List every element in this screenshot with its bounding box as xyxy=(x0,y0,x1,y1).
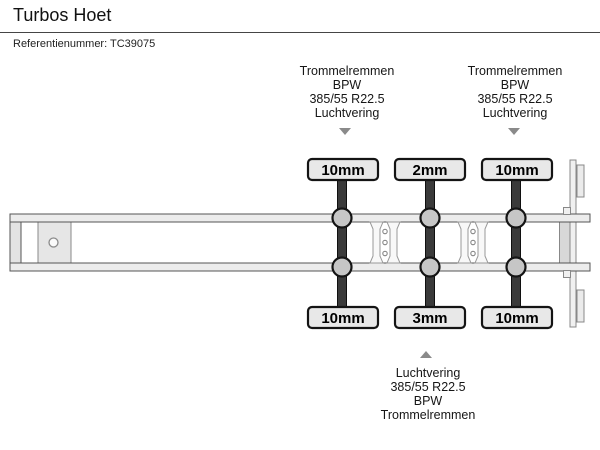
crossmember-plate xyxy=(386,221,401,264)
spec-line: Trommelremmen xyxy=(380,408,476,422)
tread-depth-box xyxy=(393,157,467,182)
axle3-hub-top xyxy=(505,207,527,229)
spec-line: 385/55 R22.5 xyxy=(309,92,385,106)
axle1-bar xyxy=(337,175,347,310)
tread-depth-box xyxy=(306,305,380,330)
suspension-crossmember xyxy=(369,221,401,264)
crossmember-plate xyxy=(474,221,489,264)
tread-depth-value: 3mm xyxy=(412,310,447,327)
tread-depth-boxes-bottom: 10mm 3mm 10mm xyxy=(306,305,554,330)
spec-line: 385/55 R22.5 xyxy=(477,92,553,106)
rear-bracket xyxy=(563,207,571,215)
kingpin-plate xyxy=(37,220,72,265)
rear-fittings xyxy=(563,164,585,323)
chassis-rail-top xyxy=(9,213,591,223)
tread-depth-box xyxy=(393,305,467,330)
reference-number: Referentienummer: TC39075 xyxy=(13,38,156,50)
arrow-down-icon xyxy=(508,128,520,135)
kingpin-icon xyxy=(48,237,59,248)
spec-line: Luchtvering xyxy=(314,106,380,120)
tread-depth-value: 10mm xyxy=(495,162,538,179)
chassis-rail-bottom xyxy=(9,262,591,272)
tread-depth-value: 10mm xyxy=(321,310,364,327)
rear-crossmember xyxy=(559,221,571,264)
axle3-bar xyxy=(511,175,521,310)
tread-depth-value: 2mm xyxy=(412,162,447,179)
bolt-icon xyxy=(470,228,476,235)
axle3-hub-bottom xyxy=(505,256,527,278)
tread-depth-boxes-top: 10mm 2mm 10mm xyxy=(306,157,554,182)
tread-depth-value: 10mm xyxy=(321,162,364,179)
spec-line: Trommelremmen xyxy=(467,64,563,78)
arrow-down-icon xyxy=(339,128,351,135)
axle2-spec-label: Luchtvering 385/55 R22.5 BPW Trommelremm… xyxy=(348,366,508,422)
bolt-icon xyxy=(470,250,476,257)
tread-depth-box xyxy=(480,157,554,182)
axle1-hub-bottom xyxy=(331,256,353,278)
bolt-icon xyxy=(382,228,388,235)
axle1-spec-label: Trommelremmen BPW 385/55 R22.5 Luchtveri… xyxy=(267,64,427,120)
crossmember-plate xyxy=(369,221,384,264)
spec-line: BPW xyxy=(413,394,443,408)
front-crossmember xyxy=(9,213,22,272)
axle1-hub-top xyxy=(331,207,353,229)
rear-light xyxy=(576,289,585,323)
spec-line: Luchtvering xyxy=(395,366,461,380)
axle3-spec-label: Trommelremmen BPW 385/55 R22.5 Luchtveri… xyxy=(435,64,595,120)
spec-line: BPW xyxy=(500,78,530,92)
axle2-hub-bottom xyxy=(419,256,441,278)
bolt-icon xyxy=(470,239,476,246)
crossmember-plate xyxy=(457,221,472,264)
suspension-crossmember xyxy=(457,221,489,264)
axle2-hub-top xyxy=(419,207,441,229)
spec-line: 385/55 R22.5 xyxy=(390,380,466,394)
tread-depth-box xyxy=(480,305,554,330)
tread-depth-value: 10mm xyxy=(495,310,538,327)
arrow-up-icon xyxy=(420,351,432,358)
axle2-bar xyxy=(425,175,435,310)
rear-bracket xyxy=(563,270,571,278)
page-title: Turbos Hoet xyxy=(13,5,112,25)
rear-light xyxy=(576,164,585,198)
spec-line: Luchtvering xyxy=(482,106,548,120)
bolt-icon xyxy=(382,250,388,257)
spec-line: Trommelremmen xyxy=(299,64,395,78)
rear-bumper xyxy=(559,159,577,328)
rear-bar xyxy=(569,159,577,328)
header-divider xyxy=(0,32,600,33)
bolt-icon xyxy=(382,239,388,246)
tread-depth-box xyxy=(306,157,380,182)
spec-line: BPW xyxy=(332,78,362,92)
